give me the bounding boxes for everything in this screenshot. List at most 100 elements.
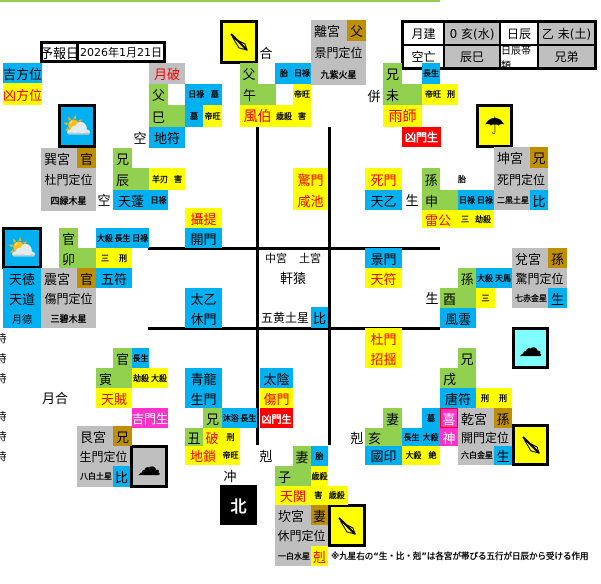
shi-mark: 時 (0, 372, 7, 385)
gate-name: 杜門 (365, 328, 402, 348)
kin-relation: 兄 (383, 63, 402, 84)
element-effect: 比 (113, 466, 130, 487)
palace-relation: 官 (77, 268, 96, 288)
tag-group: 大殺絶 (402, 446, 440, 465)
god-name: 青龍 (185, 368, 222, 388)
god-name: 風伯 (240, 105, 275, 127)
tag: 日祿 (293, 63, 311, 84)
tag: 劫殺 (475, 214, 491, 224)
tag-group: 長生大殺 (402, 428, 440, 446)
tag: 日祿 (188, 90, 205, 99)
branch: 寅 (96, 368, 132, 388)
forecast-label: 予報日 (40, 44, 79, 62)
god-name: 招揺 (365, 348, 402, 368)
sun-cloud-icon: ⛅ (58, 104, 96, 148)
gate-status: 吉門生 (132, 408, 168, 428)
tag: 天馬 (495, 273, 511, 283)
kin-relation: 妻 (383, 408, 402, 428)
palace-door: 杜門定位 (41, 168, 96, 190)
tag: 長生 (240, 413, 257, 423)
palace-star: 四緑木星 (41, 190, 96, 211)
tag-group: 日祿墓 (185, 84, 222, 105)
palace-relation: 孫 (494, 408, 512, 428)
tag: 害 (314, 491, 323, 500)
yuehe-mark: 月合 (41, 391, 68, 407)
forecast-box: 予報日 2026年1月21日 (40, 41, 166, 63)
virtue: 天道 (3, 288, 41, 308)
xishen-mark: 神 (440, 428, 458, 447)
tag-group: 大殺天馬 (476, 268, 512, 288)
tag: 帝旺 (293, 84, 311, 105)
kin-relation: 兄 (203, 408, 222, 428)
tag: 害 (174, 174, 182, 184)
god-name: 太乙 (185, 288, 222, 308)
kin-relation: 兄 (113, 148, 132, 168)
kong-mark: 空 (97, 193, 111, 209)
tag: 三 (101, 253, 109, 263)
gate-name: 死門 (365, 168, 402, 190)
kin-relation: 官 (113, 348, 132, 368)
element-effect: 生 (494, 446, 512, 465)
god-name: 雨師 (383, 105, 422, 127)
info-table: 月建 0 亥(水) 日辰 乙 未(土) 空亡 辰巳 日辰帯類 兄弟 (401, 20, 597, 72)
he-mark: 合 (259, 46, 273, 62)
fu-name: 五符 (96, 268, 132, 288)
palace-relation: 妻 (311, 505, 328, 525)
tag: 日祿 (132, 233, 149, 243)
tag: 歳殺 (275, 105, 293, 127)
day-kind-label: 日辰帯類 (501, 46, 537, 72)
branch: 卯 (59, 248, 96, 268)
kong-mark: 空 (133, 131, 147, 147)
gate-name: 休門 (185, 308, 222, 328)
north-label: 北 (220, 485, 257, 525)
xishen-mark: 喜 (440, 408, 458, 428)
fu-name: 地符 (149, 127, 185, 148)
palace-door: 驚門定位 (512, 268, 567, 288)
palace-relation: 孫 (548, 248, 567, 268)
kin-relation: 妻 (293, 446, 311, 466)
tag-group: 帝旺刑 (422, 84, 458, 105)
tag: 日祿 (459, 195, 475, 205)
tag: 大殺 (151, 373, 167, 383)
month-value: 0 亥(水) (445, 23, 499, 44)
branch: 辰 (113, 168, 149, 190)
tag: 日祿 (149, 190, 168, 210)
tag: 沐浴 (222, 413, 239, 423)
gate-name: 生門 (185, 388, 222, 408)
tag: 長生 (422, 63, 440, 84)
branch: 酉 (440, 288, 476, 308)
yuepo: 月破 (149, 63, 185, 84)
tag: 大殺 (422, 432, 439, 442)
god-name: 太陰 (260, 368, 293, 388)
sheng-mark: 生 (425, 291, 439, 307)
closed-umbrella-icon (512, 424, 549, 466)
god-name: 地鎖 (185, 446, 221, 465)
tag: 墓 (210, 90, 219, 99)
forecast-date: 2026年1月21日 (80, 46, 162, 59)
grid-line (328, 127, 331, 445)
void-label: 空亡 (404, 46, 443, 67)
star-name: 天蓬 (113, 190, 149, 210)
sheng-mark: 生 (405, 193, 419, 209)
tag: 帝旺 (203, 105, 222, 127)
branch: 巳 (149, 105, 185, 127)
branch: 亥 (365, 428, 402, 447)
branch: 午 (240, 84, 276, 105)
kin-relation: 孫 (458, 268, 476, 288)
palace-star: 八白土星 (77, 466, 113, 487)
tag-group: 大殺長生日祿 (96, 228, 149, 248)
tag: 長生 (132, 348, 149, 368)
branch: 戌 (440, 368, 476, 388)
tag-group: 三刑 (96, 248, 132, 268)
tag: 羊刃 (152, 174, 168, 184)
god-name: 攝提 (185, 208, 222, 228)
god-name: 天賊 (96, 388, 132, 408)
tag: 長生 (114, 233, 131, 243)
tag-group: 日祿日祿 (458, 190, 494, 210)
tag-group: 刑刑 (476, 388, 512, 408)
kin-relation: 父 (149, 84, 168, 105)
palace-relation: 官 (77, 148, 96, 168)
tag: 大殺 (405, 451, 422, 460)
branch: 丑 (185, 428, 203, 447)
